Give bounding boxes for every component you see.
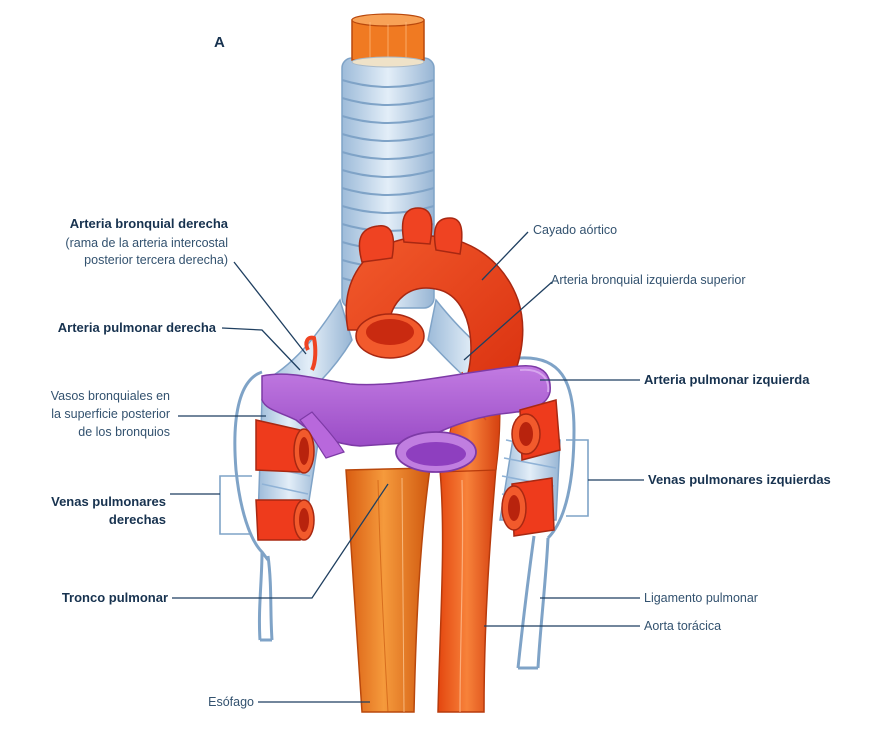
leader-lines <box>170 231 644 703</box>
label-bronchial-artery-right-note-1: (rama de la arteria intercostal <box>65 236 228 250</box>
label-aortic-arch: Cayado aórtico <box>533 223 618 237</box>
label-bronchial-artery-right: Arteria bronquial derecha <box>69 216 228 231</box>
thoracic-aorta <box>437 467 497 713</box>
label-thoracic-aorta: Aorta torácica <box>644 619 722 633</box>
esophagus <box>345 467 431 713</box>
pleura-left <box>516 356 576 670</box>
label-esophagus: Esófago <box>208 695 254 709</box>
pulmonary-veins-left <box>501 399 561 537</box>
label-bronchial-artery-left-superior: Arteria bronquial izquierda superior <box>551 273 746 287</box>
label-pulmonary-artery-left: Arteria pulmonar izquierda <box>644 372 810 387</box>
label-bronchial-artery-right-note-2: posterior tercera derecha) <box>84 253 228 267</box>
pulmonary-veins-right <box>255 419 315 541</box>
label-pulmonary-veins-right-2: derechas <box>108 512 166 527</box>
label-pulmonary-trunk: Tronco pulmonar <box>61 590 168 605</box>
label-bronchial-vessels-2: la superficie posterior <box>51 407 170 421</box>
panel-letter: A <box>214 34 225 51</box>
label-pulmonary-ligament: Ligamento pulmonar <box>644 591 758 605</box>
label-bronchial-vessels-1: Vasos bronquiales en <box>50 389 170 403</box>
pulmonary-trunk <box>261 364 551 473</box>
aortic-arch <box>304 207 524 473</box>
label-pulmonary-veins-right-1: Venas pulmonares <box>51 494 166 509</box>
label-bronchial-vessels-3: de los bronquios <box>78 425 170 439</box>
label-pulmonary-artery-right: Arteria pulmonar derecha <box>57 320 216 335</box>
bracket-left-veins <box>566 439 589 517</box>
bracket-right-veins <box>219 475 252 535</box>
label-pulmonary-veins-left: Venas pulmonares izquierdas <box>648 472 831 487</box>
